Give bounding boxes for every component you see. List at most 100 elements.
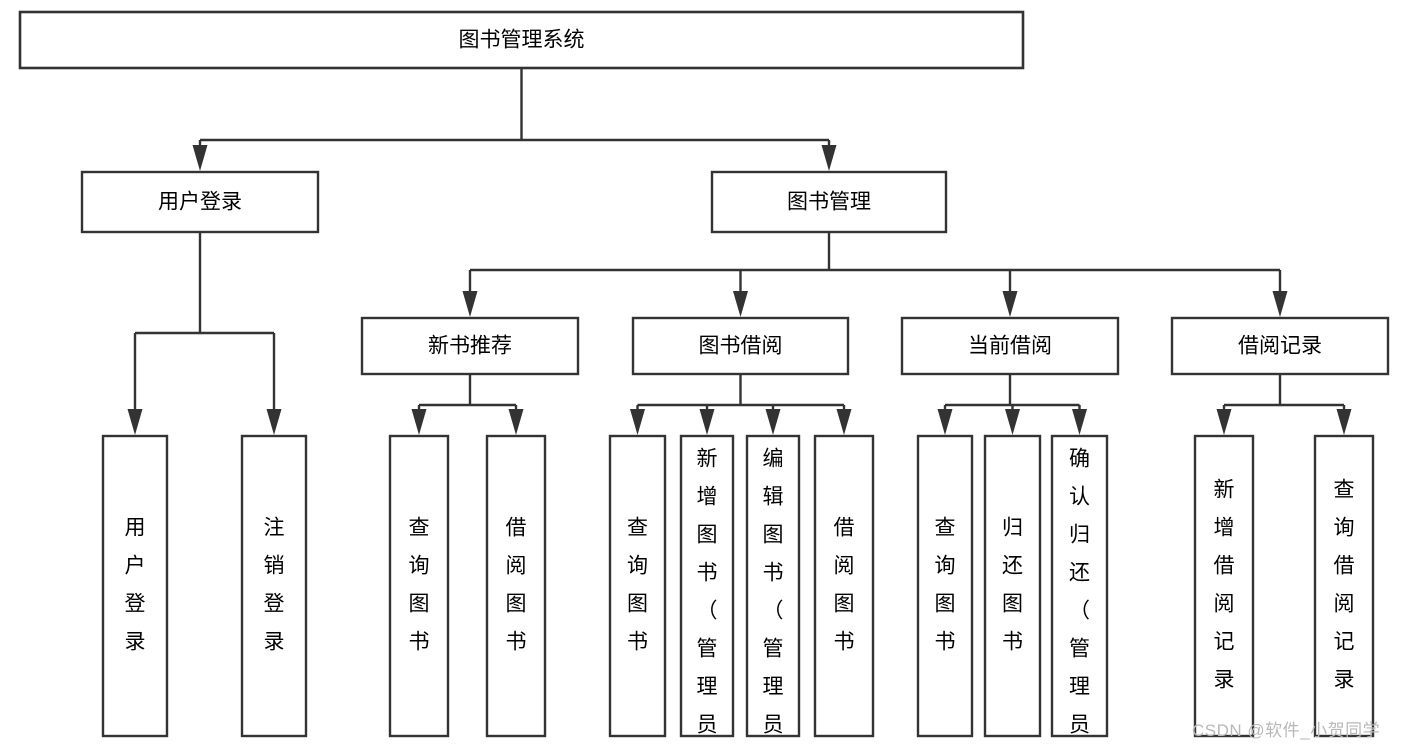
node-label-char: 录 xyxy=(1214,669,1235,692)
node-box[interactable] xyxy=(679,434,735,738)
node-box[interactable] xyxy=(1313,434,1375,738)
node-label-char: 员 xyxy=(1069,714,1090,737)
node-label-char: 录 xyxy=(1334,669,1355,692)
arrow-head-icon xyxy=(1272,291,1288,317)
node-label-char: 理 xyxy=(1069,676,1090,699)
node-label-char: 阅 xyxy=(506,555,527,578)
arrow-head-icon xyxy=(699,409,715,435)
watermark-text: CSDN @软件_小贺同学 xyxy=(1192,721,1381,740)
node-label-char: 管 xyxy=(697,638,718,661)
node-box[interactable] xyxy=(80,170,320,234)
node-box[interactable] xyxy=(916,434,974,738)
node-box[interactable] xyxy=(101,434,169,738)
node-current-borrow[interactable]: 当前借阅 xyxy=(900,316,1120,376)
node-box[interactable] xyxy=(1050,434,1109,738)
node-label-char: 书 xyxy=(1002,631,1023,654)
node-new-book-rec[interactable]: 新书推荐 xyxy=(360,316,580,376)
arrow-head-icon xyxy=(821,145,837,171)
node-label-char: 图 xyxy=(409,593,430,616)
node-label-char: 归 xyxy=(1002,517,1023,540)
arrow-head-icon xyxy=(937,409,953,435)
node-box[interactable] xyxy=(900,316,1120,376)
node-label-char: 询 xyxy=(409,555,430,578)
node-label-char: 录 xyxy=(125,631,146,654)
arrow-head-icon xyxy=(127,409,143,435)
arrow-head-icon xyxy=(1005,409,1020,435)
node-label-char: 询 xyxy=(627,555,648,578)
node-label-char: 借 xyxy=(1334,555,1355,578)
arrow-head-icon xyxy=(733,291,748,317)
node-borrow-record[interactable]: 借阅记录 xyxy=(1170,316,1390,376)
node-book-borrow[interactable]: 图书借阅 xyxy=(631,316,850,376)
node-label-char: 辑 xyxy=(763,486,784,509)
arrow-head-icon xyxy=(1002,291,1018,317)
node-label-char: 管 xyxy=(763,638,784,661)
node-box[interactable] xyxy=(240,434,308,738)
node-label-char: 图 xyxy=(763,524,784,547)
node-label-char: 查 xyxy=(1334,479,1355,502)
node-label-char: （ xyxy=(763,600,784,623)
node-box[interactable] xyxy=(813,434,875,738)
node-box[interactable] xyxy=(710,170,948,234)
node-user-login[interactable]: 用户登录 xyxy=(80,170,320,234)
node-box[interactable] xyxy=(608,434,667,738)
node-label-char: 查 xyxy=(409,517,430,540)
node-leaf-user-login[interactable]: 用户登录 xyxy=(101,434,169,738)
node-label-char: 书 xyxy=(834,631,855,654)
node-label: 新书推荐 xyxy=(428,335,512,358)
node-label-char: 记 xyxy=(1334,631,1355,654)
arrow-head-icon xyxy=(1336,409,1352,435)
node-box[interactable] xyxy=(745,434,801,738)
node-label-char: 管 xyxy=(1069,638,1090,661)
node-label-char: 借 xyxy=(834,517,855,540)
node-box[interactable] xyxy=(631,316,850,376)
node-box[interactable] xyxy=(388,434,450,738)
node-label-char: 录 xyxy=(264,631,285,654)
node-root[interactable]: 图书管理系统 xyxy=(18,10,1025,70)
node-box[interactable] xyxy=(360,316,580,376)
arrow-head-icon xyxy=(462,291,478,317)
arrow-head-icon xyxy=(411,409,427,435)
node-box[interactable] xyxy=(18,10,1025,70)
node-book-manage[interactable]: 图书管理 xyxy=(710,170,948,234)
node-label-char: （ xyxy=(697,600,718,623)
arrow-head-icon xyxy=(630,409,645,435)
node-label-char: 增 xyxy=(1214,517,1235,540)
connector-layer xyxy=(127,68,1352,435)
node-label-char: 理 xyxy=(763,676,784,699)
node-label-char: 书 xyxy=(409,631,430,654)
arrow-head-icon xyxy=(192,145,208,171)
arrow-head-icon xyxy=(1072,409,1087,435)
node-label-char: 图 xyxy=(627,593,648,616)
node-layer: 图书管理系统用户登录图书管理新书推荐图书借阅当前借阅借阅记录用户登录注销登录查询… xyxy=(18,10,1390,747)
node-box[interactable] xyxy=(983,434,1042,738)
node-label: 当前借阅 xyxy=(968,335,1052,358)
arrow-head-icon xyxy=(266,409,282,435)
node-label-char: 查 xyxy=(935,517,956,540)
node-box[interactable] xyxy=(485,434,547,738)
node-box[interactable] xyxy=(1170,316,1390,376)
node-label-char: 书 xyxy=(627,631,648,654)
node-label-char: 新 xyxy=(1214,479,1235,502)
arrow-head-icon xyxy=(508,409,524,435)
node-label-char: 阅 xyxy=(834,555,855,578)
node-label-char: 阅 xyxy=(1334,593,1355,616)
node-label-char: 借 xyxy=(506,517,527,540)
node-label-char: 编 xyxy=(763,448,784,471)
node-label-char: 书 xyxy=(935,631,956,654)
node-box[interactable] xyxy=(1193,434,1255,738)
